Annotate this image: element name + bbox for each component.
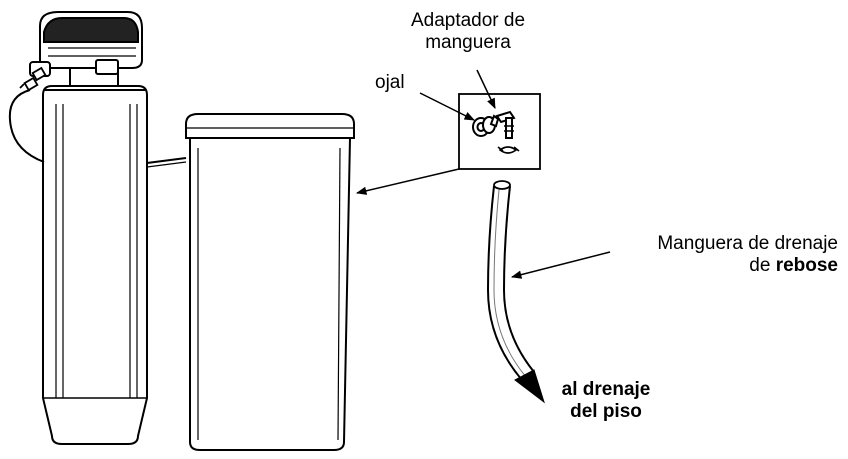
adapter-arrow <box>476 69 496 109</box>
resin-tank <box>42 63 148 445</box>
floor-drain-label: al drenaje del piso <box>546 379 666 423</box>
hose-adapter-part <box>489 110 516 139</box>
hose-adapter-label-line1: Adaptador de <box>410 10 526 31</box>
overflow-hose-label-prefix: de <box>749 255 776 276</box>
hose-clamp-part <box>497 146 520 154</box>
valve-drain-tube <box>8 89 45 163</box>
inset-detail-box <box>458 93 541 170</box>
inset-to-tank-arrow <box>355 168 460 195</box>
overflow-hose-label-line1: Manguera de drenaje <box>657 233 838 254</box>
overflow-hose-label-line2: de rebose <box>588 255 838 277</box>
grommet-arrow <box>419 92 475 121</box>
hose-arrow <box>510 251 611 279</box>
control-valve <box>29 11 143 77</box>
brine-tank <box>185 113 355 451</box>
overflow-hose-label-bold: rebose <box>775 255 838 276</box>
grommet-label: ojal <box>375 72 405 93</box>
overflow-drain-hose <box>486 180 545 404</box>
hose-adapter-label-line2: manguera <box>425 32 511 53</box>
hose-adapter-label: Adaptador de manguera <box>388 10 548 54</box>
floor-drain-label-line2: del piso <box>570 401 642 422</box>
overflow-hose-label: Manguera de drenaje de rebose <box>588 233 838 277</box>
bypass-clips <box>19 66 47 92</box>
brine-tube <box>146 157 187 164</box>
floor-drain-label-line1: al drenaje <box>561 379 651 400</box>
